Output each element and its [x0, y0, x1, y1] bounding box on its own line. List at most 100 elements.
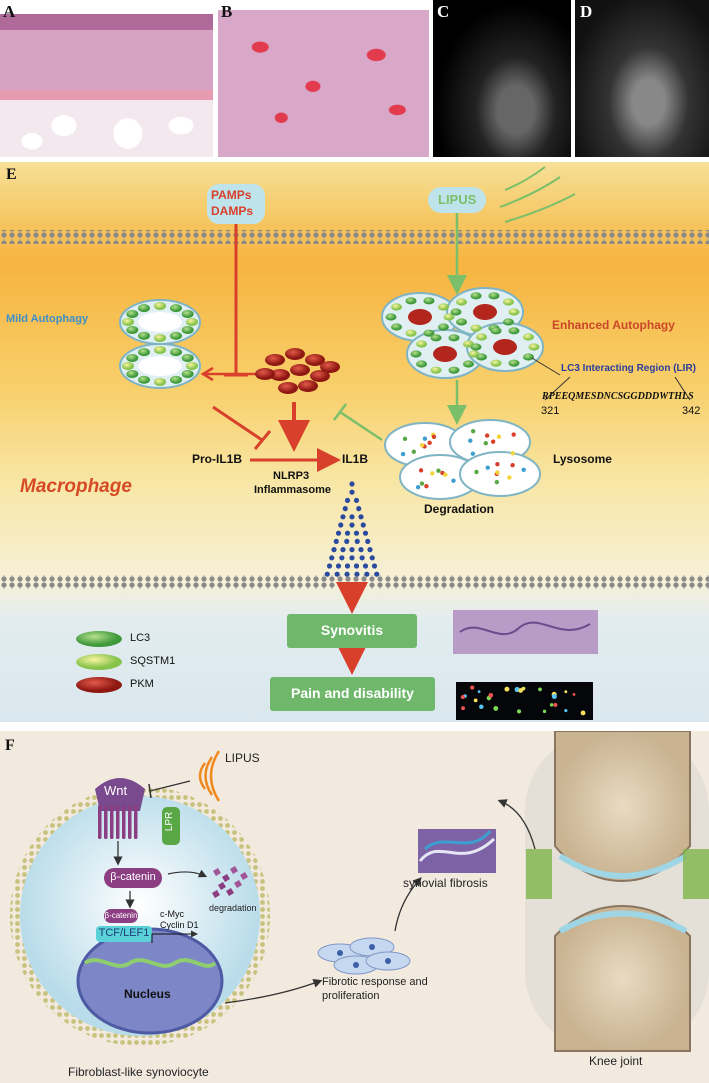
- tcf-lef1-box: [96, 926, 152, 942]
- pkm-molecule: [255, 368, 275, 380]
- lc3-dot: [181, 354, 194, 362]
- lc3-dot: [138, 348, 150, 357]
- lir-bracket: [544, 376, 571, 401]
- lc3-dot: [170, 348, 182, 357]
- cyclin-d1-label: Cyclin D1: [160, 920, 199, 930]
- lpr-receptor: [162, 807, 180, 845]
- lc3-dot: [448, 334, 460, 342]
- frizzled-helix: [128, 805, 132, 839]
- nuclear-beta-catenin-label: β-catenin: [104, 911, 138, 920]
- debris-dot: [402, 436, 408, 442]
- lc3-dot: [437, 323, 449, 331]
- debris-dot: [430, 471, 435, 476]
- lipus-label-e: LIPUS: [438, 192, 477, 207]
- debris-dot: [483, 441, 489, 446]
- fibrosis-texture: [418, 837, 496, 862]
- debris-dot: [470, 451, 476, 456]
- lc3-dot: [181, 370, 194, 378]
- frizzled-helix: [134, 805, 138, 839]
- fluorescence-dot: [493, 706, 499, 711]
- lc3-dot: [508, 308, 520, 316]
- lc3-dot: [508, 327, 520, 335]
- panel-f-diagram: [10, 731, 709, 1052]
- fluorescence-dot: [461, 706, 465, 711]
- lc3-dot: [448, 366, 460, 374]
- lysosome-inhibit-line: [339, 410, 383, 442]
- lc3-dot: [122, 362, 134, 370]
- pkm-molecule: [320, 361, 340, 373]
- fluorescence-dot: [551, 693, 557, 699]
- il1b-dot: [331, 547, 337, 553]
- panel-label-a: A: [3, 2, 16, 21]
- debris-dot: [400, 451, 406, 457]
- il1b-dot: [324, 571, 330, 577]
- beta-catenin-label: β-catenin: [110, 871, 156, 883]
- inflammasome-label: Inflammasome: [254, 484, 332, 496]
- fluorescence-dot: [538, 687, 542, 692]
- il1b-dot: [349, 555, 355, 561]
- il1b-dot: [344, 538, 350, 544]
- catenin-fragment: [212, 890, 220, 898]
- panel-label-e: E: [6, 166, 17, 183]
- fluorescence-dot: [488, 692, 494, 698]
- il1b-dot: [365, 538, 371, 544]
- il1b-dot: [344, 571, 350, 577]
- mild-inhibit-line: [212, 405, 263, 442]
- catenin-fragment: [234, 880, 242, 888]
- il1b-dot: [362, 563, 369, 569]
- lc3-dot: [443, 313, 455, 321]
- il1b-dot: [338, 522, 344, 528]
- knee-joint-label: Knee joint: [589, 1054, 643, 1068]
- degradation-label-f: degradation: [209, 903, 257, 913]
- lc3-dot: [186, 318, 198, 326]
- lc3-dot: [126, 354, 139, 362]
- fluorescence-dot: [564, 690, 568, 694]
- pkm-molecule: [298, 380, 318, 392]
- mild-pkm-arrowhead: [200, 366, 214, 382]
- fluorescence-dot: [479, 704, 484, 710]
- knee-joint-illustration: [525, 731, 709, 1052]
- lipus-wnt-bar: [148, 783, 152, 799]
- il1b-dot: [335, 530, 342, 536]
- synovitis-histology-texture: [459, 621, 591, 636]
- lir-start-residue: 321: [541, 405, 560, 417]
- lc3-dot: [138, 304, 150, 313]
- frizzled-helix: [116, 805, 120, 839]
- fluorescence-dots: [460, 685, 586, 716]
- lc3-dot: [437, 303, 449, 311]
- il1b-dot: [339, 555, 345, 561]
- debris-dot: [443, 472, 448, 477]
- il1b-dot: [326, 563, 333, 569]
- transcription-arrow: [151, 930, 198, 943]
- fluorescence-dot: [542, 709, 547, 714]
- panel-label-f: F: [5, 737, 15, 754]
- lc3-dot: [502, 318, 514, 326]
- lc3-dot: [423, 329, 435, 337]
- legend-sqstm1-label: SQSTM1: [130, 655, 176, 667]
- debris-dot: [521, 467, 526, 472]
- degradation-fragments: [212, 866, 248, 898]
- il1b-dot: [354, 571, 360, 577]
- panel-f: F LIPUS Wnt LPR β-catenin degradation β-…: [0, 731, 709, 1083]
- synovitis-label: Synovitis: [320, 622, 384, 638]
- tcf-lef1-label: TCF/LEF1: [98, 927, 150, 939]
- il1b-dot: [353, 530, 360, 536]
- lc3-dot: [456, 298, 468, 306]
- lc3-dot: [456, 318, 468, 326]
- debris-dot: [511, 432, 516, 437]
- il1b-dot: [359, 555, 365, 561]
- mild-autophagy-label: Mild Autophagy: [6, 313, 89, 325]
- lc3-dot: [430, 366, 442, 374]
- lir-end-residue: 342: [682, 405, 701, 417]
- legend-lc3-label: LC3: [130, 632, 151, 644]
- lc3-dots-enhanced: [385, 292, 540, 374]
- nlrp3-label: NLRP3: [273, 470, 310, 482]
- lysosome-inhibit-bar: [333, 403, 347, 421]
- lipus-label-f: LIPUS: [225, 751, 260, 765]
- lc3-dot: [490, 327, 502, 335]
- il1b-dot: [349, 522, 355, 528]
- cell-type-label: Fibroblast-like synoviocyte: [68, 1065, 209, 1079]
- wnt-label: Wnt: [104, 783, 128, 798]
- il1b-label: IL1B: [342, 452, 369, 466]
- il1b-dot: [356, 506, 362, 512]
